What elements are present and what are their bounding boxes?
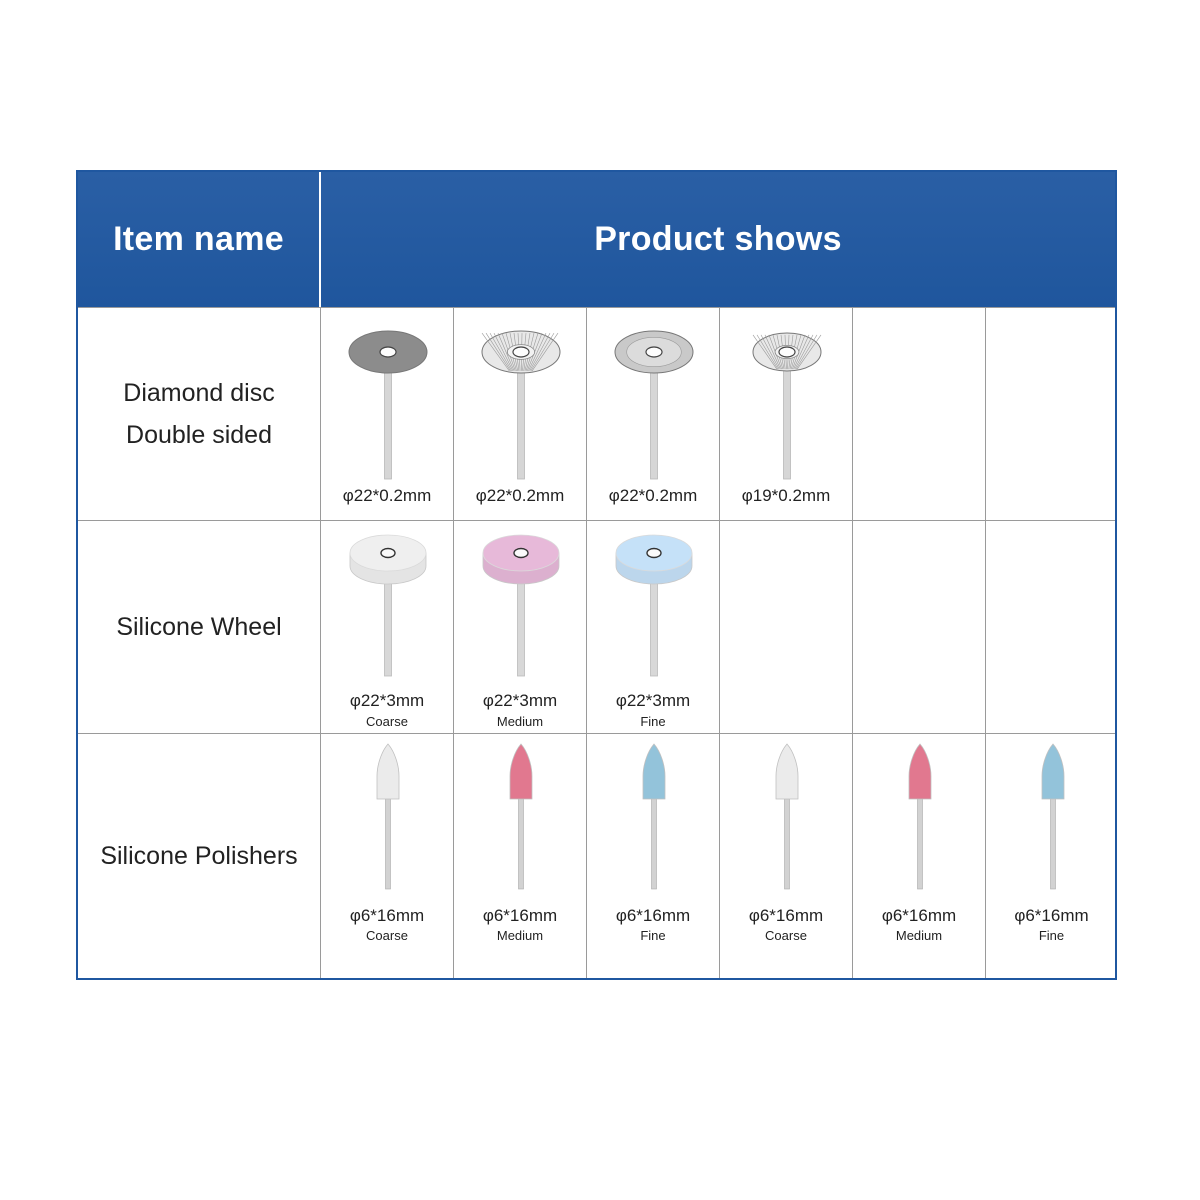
product-grade: Medium <box>496 714 544 729</box>
product-grade: Fine <box>640 928 666 943</box>
product-cell: φ19*0.2mm <box>720 308 853 520</box>
product-size: φ22*0.2mm <box>475 486 565 505</box>
product-size: φ22*0.2mm <box>342 486 432 505</box>
product-image <box>376 743 400 890</box>
product-grade: Coarse <box>366 714 408 729</box>
shank <box>917 796 923 890</box>
product-size: φ19*0.2mm <box>741 486 831 505</box>
product-cell: φ22*0.2mm <box>587 308 720 520</box>
polisher-tip-icon <box>775 743 799 800</box>
shank <box>518 796 524 890</box>
hub-icon <box>379 346 397 358</box>
item-name-line: Double sided <box>126 421 272 449</box>
product-cell <box>986 521 1117 733</box>
polisher-tip-icon <box>1041 743 1065 800</box>
product-grade: Fine <box>640 714 666 729</box>
product-image <box>775 743 799 890</box>
shank <box>783 353 791 480</box>
product-size: φ6*16mm <box>482 906 558 925</box>
product-image <box>482 534 560 677</box>
row-item-name: Silicone Polishers <box>78 734 321 978</box>
row-item-name: Silicone Wheel <box>78 521 321 733</box>
product-image <box>642 743 666 890</box>
product-image <box>348 330 428 480</box>
hub-icon <box>778 346 796 358</box>
table-header: Item name Product shows <box>78 172 1115 307</box>
item-name-line: Diamond disc <box>123 379 275 407</box>
product-size: φ22*3mm <box>482 691 558 710</box>
polisher-tip-icon <box>509 743 533 800</box>
product-image <box>614 330 694 480</box>
item-name-line: Silicone Wheel <box>116 613 282 641</box>
hub-icon <box>646 547 662 559</box>
product-image <box>509 743 533 890</box>
product-size: φ22*3mm <box>349 691 425 710</box>
product-size: φ6*16mm <box>615 906 691 925</box>
product-size: φ6*16mm <box>748 906 824 925</box>
product-image <box>908 743 932 890</box>
shank <box>784 796 790 890</box>
product-image <box>349 534 427 677</box>
product-cell <box>986 308 1117 520</box>
product-size: φ22*3mm <box>615 691 691 710</box>
product-size: φ22*0.2mm <box>608 486 698 505</box>
hub-icon <box>512 346 530 358</box>
product-image <box>481 330 561 480</box>
product-grade: Fine <box>1038 928 1065 943</box>
product-grade: Medium <box>496 928 544 943</box>
product-image <box>752 332 822 480</box>
shank <box>1050 796 1056 890</box>
hub-icon <box>380 547 396 559</box>
shank <box>385 796 391 890</box>
product-size: φ6*16mm <box>881 906 957 925</box>
product-cell: φ22*0.2mm <box>454 308 587 520</box>
product-cell <box>853 308 986 520</box>
product-size: φ6*16mm <box>1014 906 1089 925</box>
product-grade: Coarse <box>765 928 807 943</box>
header-product-shows: Product shows <box>594 220 842 258</box>
shank <box>651 796 657 890</box>
product-image <box>1041 743 1065 890</box>
item-name-line: Silicone Polishers <box>100 842 298 870</box>
header-item-name: Item name <box>78 172 321 307</box>
product-image <box>615 534 693 677</box>
hub-icon <box>645 346 663 358</box>
product-grade: Medium <box>895 928 943 943</box>
product-cell <box>853 521 986 733</box>
hub-icon <box>513 547 529 559</box>
product-cell <box>720 521 853 733</box>
product-cell: φ22*0.2mm <box>321 308 454 520</box>
polisher-tip-icon <box>376 743 400 800</box>
product-grade: Coarse <box>366 928 408 943</box>
polisher-tip-icon <box>642 743 666 800</box>
polisher-tip-icon <box>908 743 932 800</box>
product-size: φ6*16mm <box>349 906 425 925</box>
